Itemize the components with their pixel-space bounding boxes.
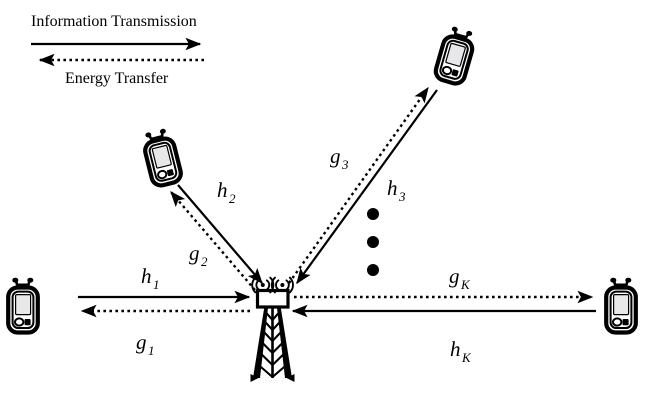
tower-foot-left bbox=[250, 374, 259, 382]
link-g3-downlink-arrow bbox=[288, 86, 429, 284]
label-gK: g bbox=[449, 264, 460, 288]
label-h1-subscript: 1 bbox=[153, 277, 160, 292]
legend-energy-label: Energy Transfer bbox=[65, 70, 169, 87]
label-hK: h bbox=[450, 337, 461, 361]
tower-leg-left bbox=[253, 306, 269, 378]
label-h3-subscript: 3 bbox=[398, 189, 406, 204]
tower-bracing bbox=[257, 311, 288, 379]
ellipsis-dots bbox=[367, 208, 379, 276]
label-g2: g bbox=[189, 241, 200, 265]
tower-platform bbox=[255, 288, 290, 309]
ellipsis-dot-2 bbox=[367, 236, 379, 248]
base-station[interactable] bbox=[250, 276, 295, 382]
label-h1: h bbox=[141, 264, 152, 288]
legend-information-label: Information Transmission bbox=[31, 13, 197, 30]
label-hK-subscript: K bbox=[461, 350, 472, 365]
label-g1-subscript: 1 bbox=[148, 343, 155, 358]
label-g2-subscript: 2 bbox=[201, 254, 208, 269]
label-g3: g bbox=[330, 144, 341, 168]
label-g3-subscript: 3 bbox=[341, 157, 349, 172]
label-g1: g bbox=[136, 330, 147, 354]
ellipsis-dot-1 bbox=[367, 208, 379, 220]
link-h3-uplink-arrow bbox=[296, 89, 438, 285]
label-h2-subscript: 2 bbox=[229, 191, 236, 206]
link-h2-uplink-arrow bbox=[177, 184, 263, 285]
legend: Information Transmission Energy Transfer bbox=[31, 13, 204, 87]
ellipsis-dot-3 bbox=[367, 264, 379, 276]
label-h3: h bbox=[387, 176, 398, 200]
tower-foot-right bbox=[286, 374, 295, 382]
label-gK-subscript: K bbox=[460, 277, 471, 292]
tower-leg-right bbox=[276, 306, 292, 378]
label-h2: h bbox=[217, 178, 228, 202]
